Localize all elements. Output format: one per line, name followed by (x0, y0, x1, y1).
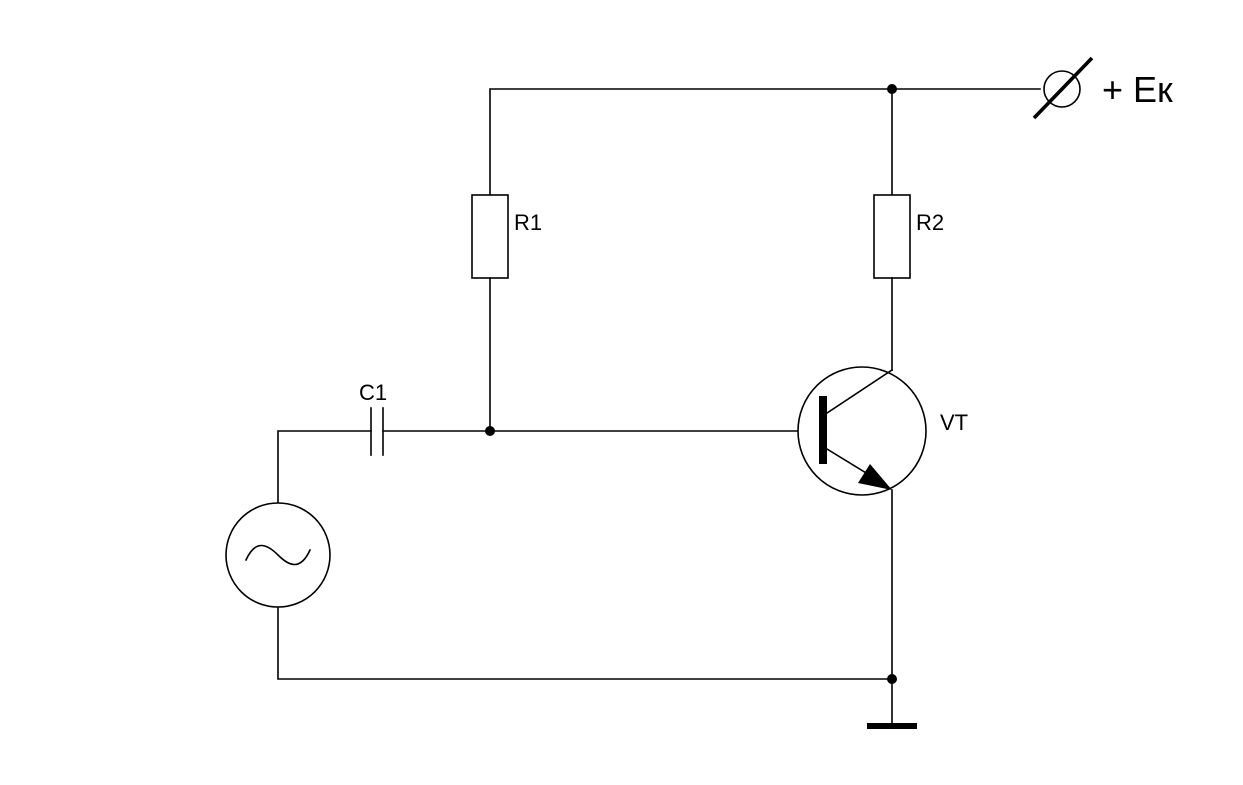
ground-icon (867, 723, 917, 729)
junction-dot-base (485, 426, 495, 436)
supply-label: + Eк (1102, 69, 1173, 110)
transistor-vt (797, 366, 927, 496)
r1-label: R1 (514, 210, 542, 235)
supply-terminal-slash (1032, 56, 1094, 120)
resistor-r2 (873, 194, 911, 279)
supply-rail-wire (489, 88, 1041, 196)
transistor-collector-lead (825, 368, 894, 415)
ac-source (225, 502, 331, 608)
junction-dot-ground (887, 674, 897, 684)
supply-terminal (1032, 56, 1094, 120)
transistor-base-bar (819, 396, 827, 464)
source-upper-wire (277, 430, 372, 504)
c1-label: C1 (359, 380, 387, 405)
r2-label: R2 (916, 210, 944, 235)
vt-label: VT (940, 410, 968, 435)
resistor-r1 (471, 194, 509, 279)
capacitor-c1 (370, 407, 384, 456)
emitter-arrow-icon (858, 464, 892, 490)
transistor-envelope (797, 366, 927, 496)
source-lower-wire (277, 606, 893, 680)
sine-wave-icon (244, 544, 312, 566)
